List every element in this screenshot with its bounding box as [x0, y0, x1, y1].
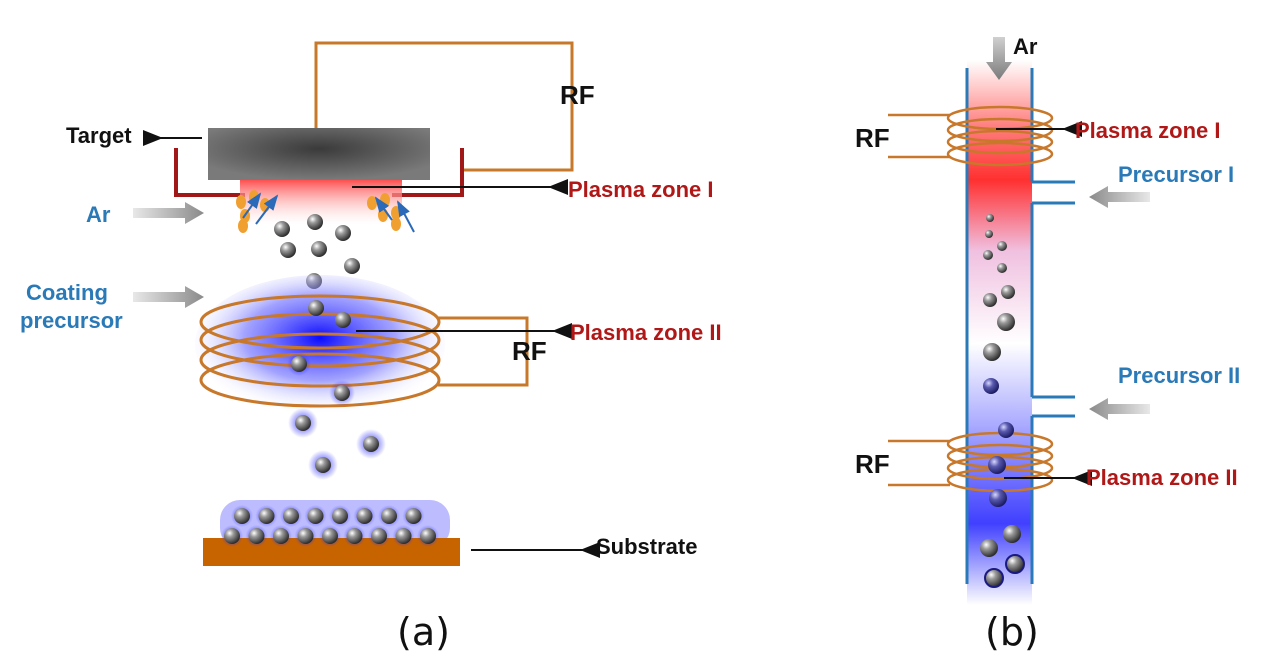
electrode-left: [174, 148, 245, 197]
rf-coil-label-a: RF: [512, 336, 547, 366]
ar-arrow-b: [986, 37, 1012, 80]
caption-b: (b): [985, 610, 1039, 654]
panel-b: Ar RF Plasma zone I Precursor I: [855, 34, 1240, 654]
precursor-1-label: Precursor I: [1118, 162, 1234, 187]
precursor-2-label: Precursor II: [1118, 363, 1240, 388]
precursor-1-arrow: [1089, 186, 1150, 208]
tube-particles-lower: [980, 422, 1025, 588]
deposited-particle: [258, 508, 275, 524]
ar-label-b: Ar: [1013, 34, 1038, 59]
deposited-particle: [248, 528, 265, 544]
deposited-particle: [307, 508, 324, 524]
deposited-particle: [346, 528, 363, 544]
particles-in-coil: [287, 300, 355, 406]
deposited-particle: [297, 528, 314, 544]
sputter-particles-left: [236, 190, 279, 233]
rf-circuit-coil: [438, 316, 529, 387]
deposited-particle: [224, 528, 240, 544]
tube-particles-upper: [983, 214, 1015, 394]
deposited-particle: [234, 508, 250, 524]
deposited-particle: [395, 528, 412, 544]
plasma-zone-2: [195, 275, 445, 415]
rf-top-label: RF: [560, 80, 595, 110]
deposited-particle: [405, 508, 422, 524]
coating-precursor-label-2: precursor: [20, 308, 123, 333]
tube-walls: [965, 68, 1075, 584]
plasma-zone-2-label-b: Plasma zone II: [1086, 465, 1238, 490]
electrode-right: [392, 148, 464, 197]
coating-precursor-arrow: [133, 286, 204, 308]
plasma-zone-2-label: Plasma zone II: [570, 320, 722, 345]
coating-precursor-label-1: Coating: [26, 280, 108, 305]
deposited-particle: [283, 508, 299, 524]
panel-a: RF Target Plasma zone I: [20, 41, 722, 654]
deposited-particle: [322, 528, 338, 544]
deposited-particle: [381, 508, 397, 524]
deposited-particle: [420, 528, 436, 544]
sputter-particles-right: [367, 193, 415, 233]
ar-label-a: Ar: [86, 202, 111, 227]
plasma-zone-1-label: Plasma zone I: [568, 177, 714, 202]
rf-coil-b-top: [888, 105, 1054, 167]
substrate-label: Substrate: [596, 534, 697, 559]
deposited-particles: [221, 505, 439, 547]
plasma-zone-1-label-b: Plasma zone I: [1075, 118, 1221, 143]
precursor-2-arrow: [1089, 398, 1150, 420]
caption-a: (a): [397, 610, 450, 654]
target-block: [208, 128, 430, 180]
rf-bottom-label-b: RF: [855, 449, 890, 479]
rf-top-label-b: RF: [855, 123, 890, 153]
ar-arrow-a: [133, 202, 204, 224]
deposited-particle: [273, 528, 289, 544]
target-label: Target: [66, 123, 132, 148]
deposited-particle: [371, 528, 387, 544]
deposited-particle: [356, 508, 373, 524]
deposited-particle: [332, 508, 348, 524]
rf-circuit-top: [314, 41, 574, 172]
particles-coated-falling: [288, 408, 386, 480]
